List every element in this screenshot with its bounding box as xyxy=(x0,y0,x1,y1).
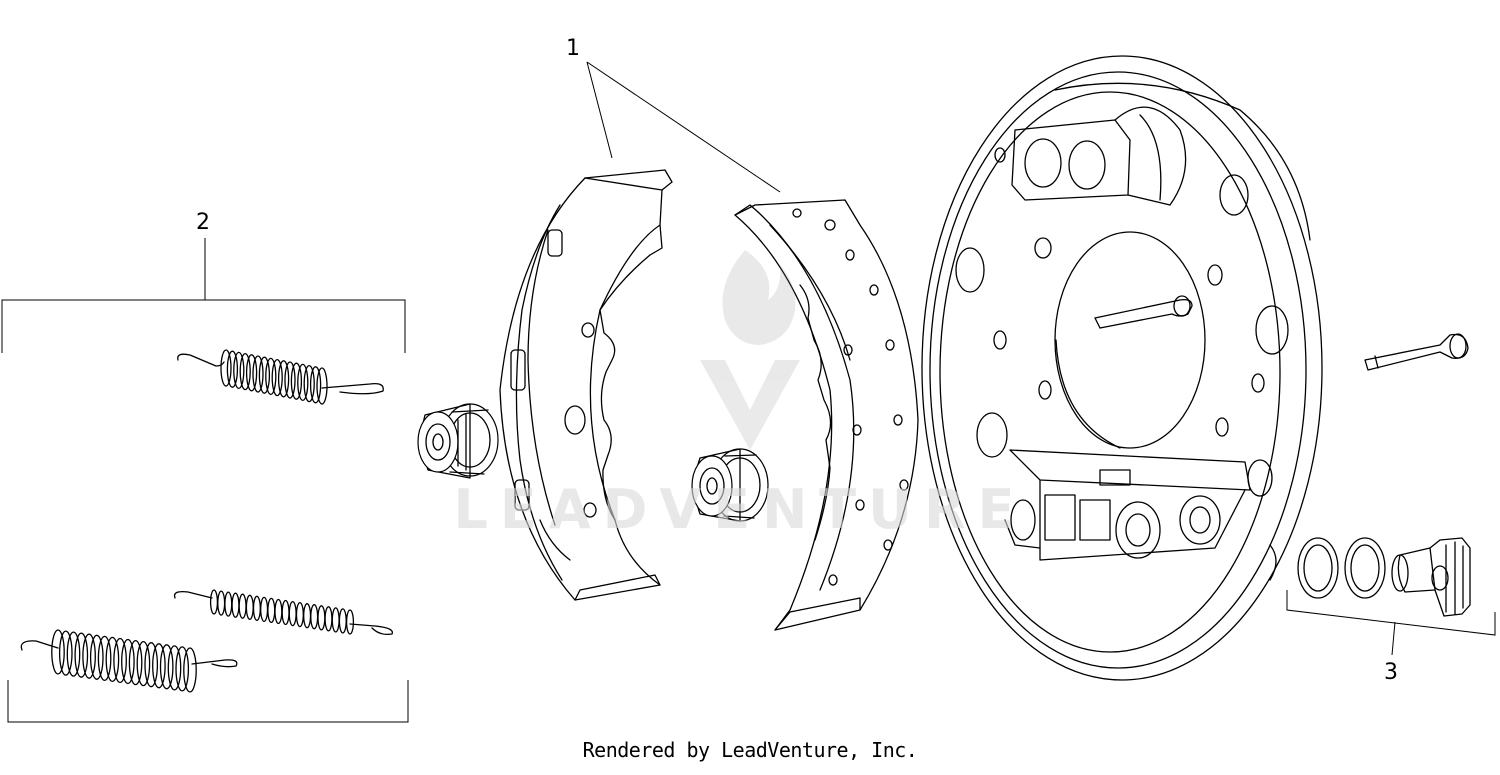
long-return-spring xyxy=(20,629,238,693)
adjuster-nut-center xyxy=(691,448,769,522)
spring-coil xyxy=(290,362,303,400)
spring-coil xyxy=(252,355,264,393)
spring-coil xyxy=(220,349,232,387)
spring-coil xyxy=(58,630,73,676)
spring-coil xyxy=(245,354,258,392)
upper-return-spring xyxy=(177,349,384,405)
spring-coil xyxy=(284,361,296,399)
spring-coil xyxy=(159,644,174,690)
spring-coil xyxy=(277,360,290,398)
spring-coil xyxy=(258,356,271,394)
spring-kit-bracket xyxy=(1,238,409,723)
brake-shoe-left xyxy=(499,169,673,601)
backing-plate xyxy=(921,55,1323,681)
spring-coil xyxy=(303,364,315,403)
callout-adjuster-kit: 3 xyxy=(1384,660,1398,685)
spring-coil xyxy=(152,643,166,689)
spring-coil xyxy=(252,595,261,621)
spring-coil xyxy=(297,363,309,402)
spring-coil xyxy=(317,605,326,631)
spring-coil xyxy=(224,591,233,617)
spring-coil xyxy=(82,633,96,679)
spring-coil xyxy=(175,646,190,692)
adjuster-kit-bracket xyxy=(1286,590,1496,656)
spring-coil xyxy=(121,638,135,685)
spring-coil xyxy=(183,647,197,693)
spring-coil xyxy=(238,593,247,619)
spring-coil xyxy=(274,598,283,625)
spring-coil xyxy=(217,590,226,616)
spring-coil xyxy=(97,635,112,682)
spring-coil xyxy=(309,366,322,404)
spring-coil xyxy=(345,609,355,635)
spring-coil xyxy=(226,350,239,388)
spring-coil xyxy=(316,367,328,405)
spring-coil xyxy=(209,589,219,615)
spring-coil xyxy=(74,632,89,678)
washer-1 xyxy=(1297,537,1339,599)
spring-coil xyxy=(260,596,269,623)
spring-coil xyxy=(267,597,276,624)
spring-coil xyxy=(265,357,277,396)
spring-coil xyxy=(167,645,182,691)
spring-coil xyxy=(233,351,245,390)
adjuster-screw xyxy=(1391,537,1471,617)
brake-shoe-right xyxy=(734,199,919,631)
spring-coil xyxy=(136,640,151,687)
spring-coil xyxy=(271,358,283,397)
spring-coil xyxy=(245,594,254,620)
spring-coil xyxy=(281,599,290,626)
render-credit: Rendered by LeadVenture, Inc. xyxy=(582,738,918,762)
spring-coil xyxy=(128,639,143,686)
callout-spring-kit: 2 xyxy=(196,210,210,235)
spring-coil xyxy=(105,636,120,683)
spring-coil xyxy=(303,603,312,629)
spring-coil xyxy=(89,634,104,680)
spring-coil xyxy=(324,606,333,632)
spring-coil xyxy=(239,352,251,391)
spring-coil xyxy=(51,629,65,675)
lower-return-spring xyxy=(173,589,394,636)
hold-down-pin xyxy=(1364,333,1469,371)
spring-coil xyxy=(288,600,297,627)
spring-coil xyxy=(231,592,240,618)
callout-brake-shoes: 1 xyxy=(566,36,580,61)
spring-coil xyxy=(113,637,127,684)
spring-coil xyxy=(310,604,319,630)
adjuster-nut-left xyxy=(417,403,499,479)
brake-shoe-leaders xyxy=(586,61,781,193)
spring-coil xyxy=(66,631,81,677)
spring-coil xyxy=(331,607,340,633)
spring-coil xyxy=(144,642,159,688)
spring-coil xyxy=(295,601,304,628)
washer-2 xyxy=(1344,537,1386,599)
spring-coil xyxy=(338,608,347,634)
